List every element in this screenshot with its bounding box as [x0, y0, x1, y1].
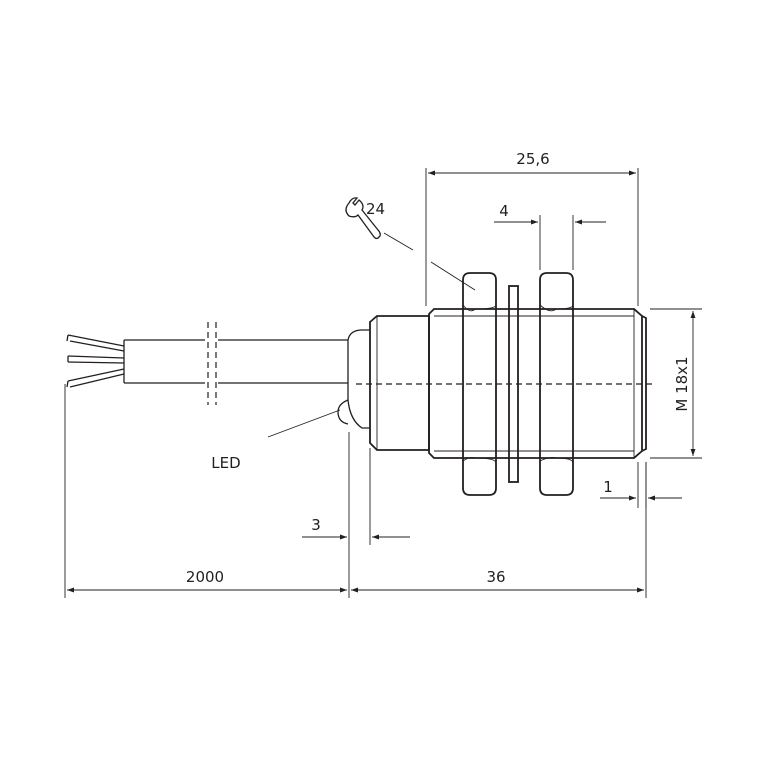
dim-thread-label: M 18x1: [673, 356, 691, 411]
dim-body-length-label: 36: [486, 568, 505, 586]
dim-body-length: [351, 462, 647, 598]
dim-nut-thickness: [494, 215, 606, 270]
dim-nut-thickness-label: 4: [499, 202, 509, 220]
hex-nut-front: [539, 272, 574, 496]
hex-nut-rear: [462, 272, 497, 496]
dim-overall-width: [425, 168, 639, 306]
dim-overall-width-label: 25,6: [516, 150, 549, 168]
dim-cable-length: [64, 384, 347, 598]
dim-thread-offset-label: 1: [603, 478, 613, 496]
rear-cap: [347, 329, 370, 429]
dim-led-offset-label: 3: [311, 516, 321, 534]
wrench-icon: [345, 197, 381, 240]
dim-thread: [650, 308, 702, 459]
led-leader: [267, 409, 341, 438]
led-label: LED: [211, 454, 240, 472]
cable-wires: [66, 334, 125, 388]
wrench-leader-2: [430, 261, 476, 291]
wrench-size-label: 24: [366, 200, 385, 218]
wrench-leader: [383, 232, 414, 251]
cable: [123, 322, 348, 405]
dim-cable-length-label: 2000: [186, 568, 224, 586]
dim-led-offset: [302, 432, 410, 598]
led-window: [337, 399, 349, 425]
